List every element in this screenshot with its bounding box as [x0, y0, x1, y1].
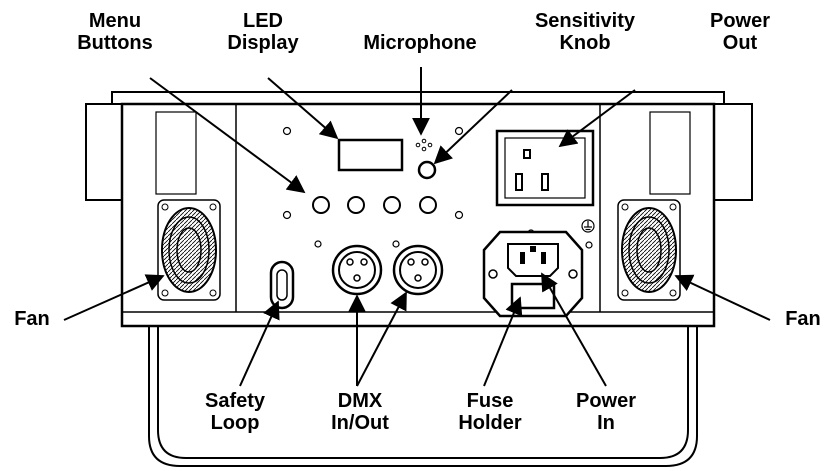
left-fan — [157, 199, 221, 301]
menu-buttons-arrow — [149, 77, 306, 194]
right-fan — [617, 199, 681, 301]
fan-right-arrow — [674, 274, 771, 321]
microphone-holes — [415, 138, 433, 152]
sensitivity-knob — [417, 160, 437, 180]
power-out-socket — [495, 129, 595, 207]
safety-loop — [269, 260, 295, 310]
dmx-out-arrow — [356, 291, 407, 387]
yoke-bracket-inner — [148, 120, 698, 467]
dmx-in-connector — [331, 244, 383, 296]
top-rail — [111, 91, 725, 105]
menu-buttons — [312, 196, 437, 214]
power-in-inlet — [482, 230, 584, 318]
power-out-arrow — [558, 89, 636, 148]
power-in-arrow — [541, 272, 607, 387]
dmx-out-connector — [392, 244, 444, 296]
fan-left-arrow — [63, 274, 165, 321]
fuse-holder-arrow — [483, 296, 523, 387]
led-display — [337, 138, 404, 172]
sensitivity-knob-arrow — [433, 89, 513, 165]
microphone-label: Microphone — [363, 32, 477, 54]
yoke-bracket — [157, 120, 689, 459]
fan-left-label: Fan — [14, 308, 50, 330]
led-display-arrow — [267, 77, 339, 140]
panel-screws — [282, 126, 593, 249]
ground-symbol — [581, 219, 595, 233]
safety-loop-arrow — [239, 300, 280, 387]
fan-right-label: Fan — [785, 308, 821, 330]
